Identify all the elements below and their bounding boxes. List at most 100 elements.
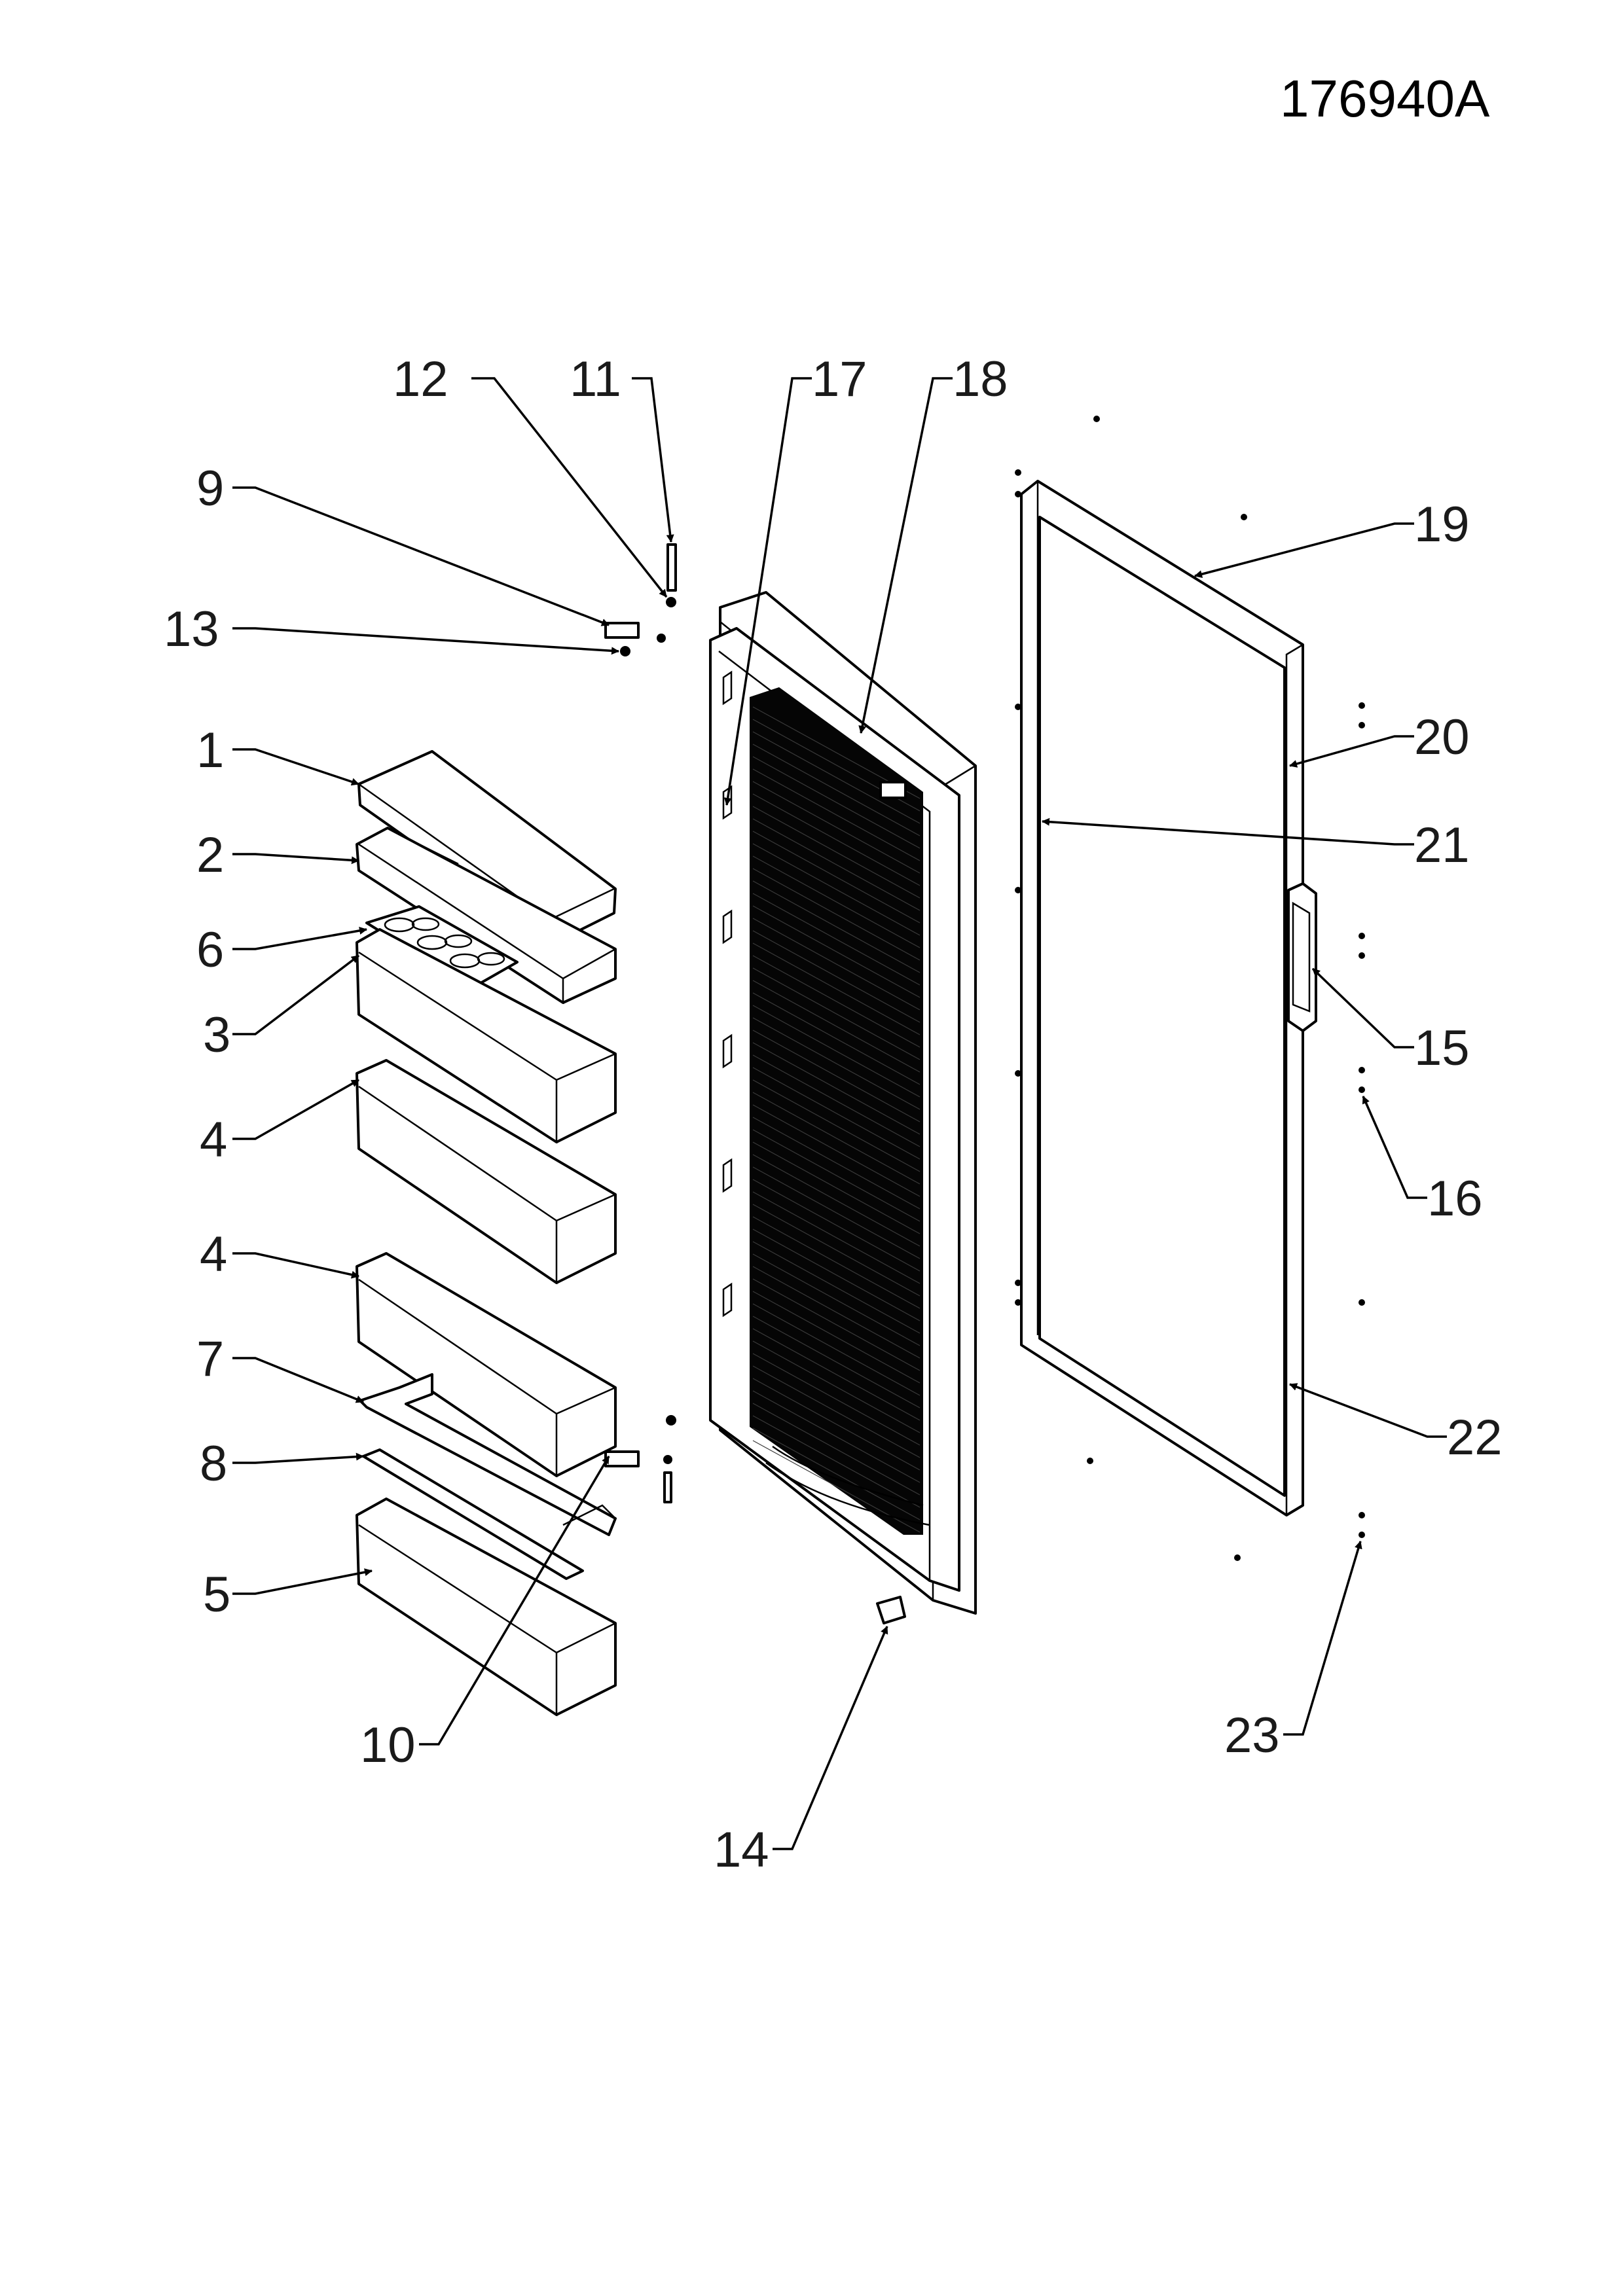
callout-15: 15 [1414,1020,1470,1076]
panel-rib [752,1390,921,1483]
panel-rib [752,1005,921,1098]
panel-rib [752,818,921,911]
callout-5: 5 [203,1567,230,1623]
callout-13: 13 [164,601,219,657]
part-9-hinge [604,622,640,639]
callout-23: 23 [1224,1708,1280,1763]
panel-rib [752,843,921,936]
panel-rib [752,1042,921,1135]
part-18-panel [750,687,923,1535]
panel-rib [752,1117,921,1210]
panel-rib [752,1092,921,1185]
panel-rib [752,768,921,861]
part-17-shelf-supports [722,670,733,1318]
panel-rib [752,1067,921,1160]
panel-rib [752,893,921,986]
part-10-hinge [604,1450,640,1467]
part-8-divider [362,1448,584,1580]
outer-door-frame [1020,480,1317,1516]
panel-rib [752,880,921,973]
panel-rib [752,1427,921,1520]
panel-rib [752,942,921,1035]
panel-rib [752,1179,921,1272]
panel-ribs [752,706,921,1533]
callout-labels: 1 2 6 3 4 4 7 8 5 9 13 12 11 17 18 19 20… [164,351,1503,1878]
panel-rib [752,930,921,1023]
callout-4-upper: 4 [200,1112,227,1168]
panel-rib [752,756,921,849]
part-3-bin [356,928,617,1144]
callout-12: 12 [393,351,448,407]
panel-rib [752,1340,921,1433]
part-4-bin-lower [356,1252,617,1478]
panel-rib [752,1154,921,1247]
part-11-pin [666,543,677,592]
part-16-screw [1359,1086,1365,1093]
panel-rib [752,1253,921,1346]
callout-17: 17 [812,351,867,407]
callout-1: 1 [196,723,224,778]
panel-rib [752,1403,921,1496]
callout-14: 14 [714,1822,769,1878]
callout-9: 9 [196,461,224,516]
panel-rib [752,980,921,1073]
callout-18: 18 [953,351,1008,407]
callout-19: 19 [1414,497,1470,552]
panel-rib [752,1216,921,1309]
callout-2: 2 [196,827,224,883]
panel-rib [752,793,921,886]
callout-16: 16 [1427,1171,1483,1227]
part-7-bottle-retainer [359,1373,617,1536]
panel-rib [752,806,921,899]
panel-rib [752,1079,921,1172]
panel-rib [752,1278,921,1371]
panel-rib [752,905,921,998]
callout-7: 7 [196,1331,224,1387]
panel-rib [752,1378,921,1471]
panel-rib [752,1415,921,1508]
panel-rib [752,1166,921,1259]
panel-rib [752,1316,921,1408]
panel-rib [752,1328,921,1421]
panel-rib [752,1303,921,1396]
callout-22: 22 [1447,1410,1503,1465]
top-hinge-parts [604,543,677,656]
callout-11: 11 [570,351,621,407]
panel-rib [752,992,921,1085]
door-bins [356,750,617,1717]
panel-rib [752,744,921,836]
panel-rib [752,1365,921,1458]
callout-10: 10 [360,1717,416,1773]
drawing-code: 176940A [1280,69,1490,128]
door-liner [709,591,977,1615]
panel-rib [752,1204,921,1297]
part-23-screw [1359,1532,1365,1538]
panel-rib [752,1104,921,1197]
screws [1015,416,1365,1561]
leader-lines [232,377,1447,1850]
panel-rib [752,918,921,1011]
panel-rib [752,1191,921,1284]
part-12-screw [666,597,676,607]
callout-3: 3 [203,1007,230,1063]
panel-rib [752,1054,921,1147]
callout-4-lower: 4 [200,1227,227,1282]
panel-rib [752,955,921,1048]
panel-rib [752,1266,921,1359]
panel-rib [752,967,921,1060]
part-4-bin-upper [356,1059,617,1285]
part-2-dairy-box [356,827,617,1005]
panel-rib [752,1030,921,1122]
panel-rib [752,1353,921,1446]
panel-rib [752,781,921,874]
callout-8: 8 [200,1436,227,1492]
part-13-screw [620,646,630,656]
panel-rib [752,1291,921,1384]
callout-20: 20 [1414,709,1470,765]
panel-rib [752,1017,921,1110]
panel-rib [752,1141,921,1234]
part-14-bracket [876,1596,906,1624]
panel-rib [752,868,921,961]
panel-rib [752,1241,921,1334]
